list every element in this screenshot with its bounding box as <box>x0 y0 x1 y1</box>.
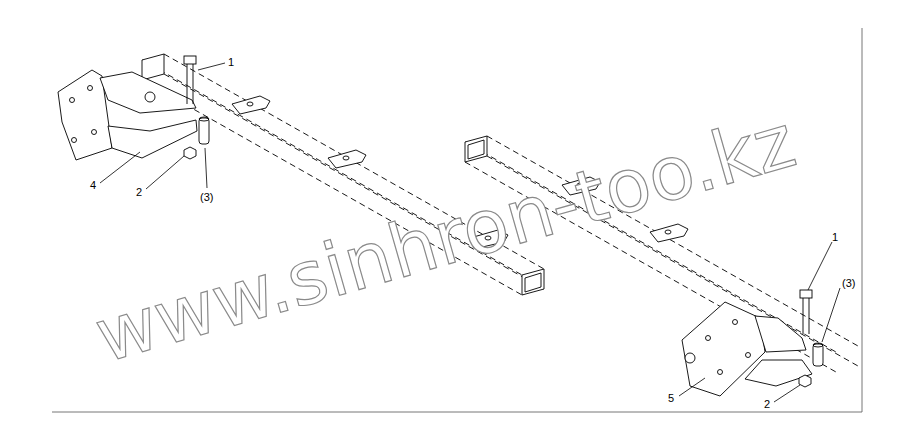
callout-number: 2 <box>136 187 142 198</box>
callout-number: 2 <box>764 399 770 410</box>
callout-number: 1 <box>228 57 234 68</box>
callout-number: 4 <box>90 180 96 191</box>
callout-number: (3) <box>200 192 213 203</box>
callout-number: 1 <box>832 232 838 243</box>
callout-number: 5 <box>668 393 674 404</box>
callout-number: (3) <box>842 278 855 289</box>
